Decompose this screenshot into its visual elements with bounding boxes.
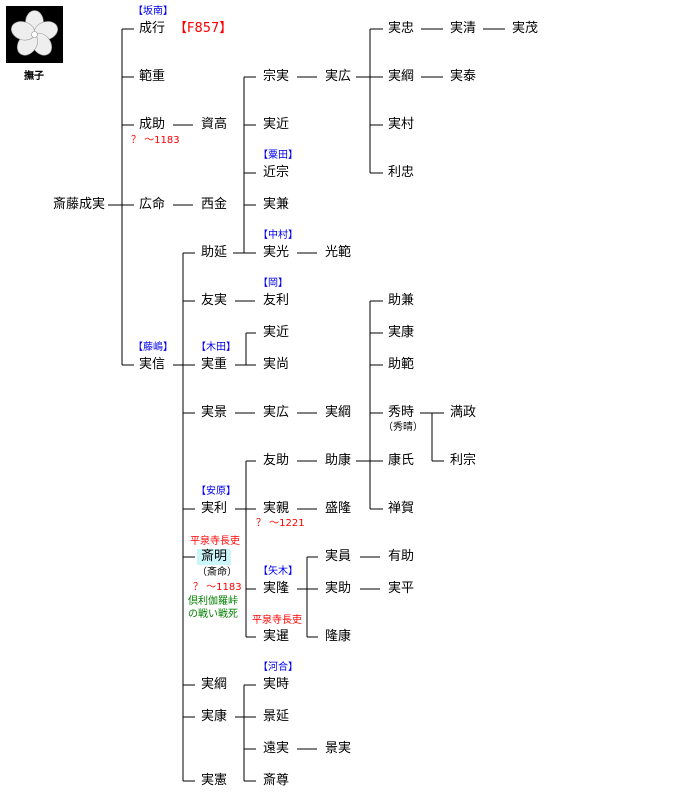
alt-name: （秀晴） xyxy=(383,422,423,433)
title-note: 平泉寺長吏 xyxy=(252,615,302,626)
person: 助延 xyxy=(201,245,228,260)
death-note: 倶利伽羅峠 xyxy=(188,596,238,607)
person: 実尚 xyxy=(263,357,290,372)
clan-label: 【矢木】 xyxy=(258,566,298,577)
person: 禅賀 xyxy=(388,501,415,516)
person: 隆康 xyxy=(325,629,352,644)
nadeshiko-crest-icon xyxy=(6,6,63,63)
crest-label: 撫子 xyxy=(24,71,44,82)
person: 実暹 xyxy=(263,629,290,644)
person: 助兼 xyxy=(388,293,415,308)
person: 有助 xyxy=(388,549,415,564)
person: 秀時 xyxy=(388,405,415,420)
clan-label: 【粟田】 xyxy=(258,150,298,161)
person: 盛隆 xyxy=(325,501,352,516)
person-highlighted: 斎明 xyxy=(197,549,232,565)
clan-label: 【木田】 xyxy=(196,342,236,353)
person: 近宗 xyxy=(263,165,290,180)
person: 友実 xyxy=(201,293,228,308)
person: 実茂 xyxy=(512,21,539,36)
person: 広命 xyxy=(139,197,166,212)
person: 友利 xyxy=(263,293,290,308)
person: 実康 xyxy=(388,325,415,340)
date-note: ？ ～1221 xyxy=(256,518,305,529)
person: 遠実 xyxy=(263,741,290,756)
person: 実近 xyxy=(263,117,290,132)
person: 実重 xyxy=(201,357,228,372)
person: 実綱 xyxy=(201,677,228,692)
person: 実光 xyxy=(263,245,290,260)
title-note: 平泉寺長吏 xyxy=(190,536,240,547)
clan-label: 【藤嶋】 xyxy=(133,342,173,353)
person: 斎尊 xyxy=(263,773,290,788)
person: 利忠 xyxy=(388,165,415,180)
person: 実清 xyxy=(450,21,477,36)
person: 資高 xyxy=(201,117,228,132)
person: 景延 xyxy=(263,709,290,724)
person: 実広 xyxy=(263,405,290,420)
person: 実隆 xyxy=(263,581,290,596)
person: 康氏 xyxy=(388,453,415,468)
person: 実利 xyxy=(201,501,228,516)
person: 利宗 xyxy=(450,453,477,468)
clan-label: 【坂南】 xyxy=(133,6,173,17)
person: 実信 xyxy=(139,357,166,372)
person: 実康 xyxy=(201,709,228,724)
person: 成行 xyxy=(139,21,166,36)
clan-label: 【安原】 xyxy=(196,486,236,497)
person: 実親 xyxy=(263,501,290,516)
person: 実平 xyxy=(388,581,415,596)
person: 実兼 xyxy=(263,197,290,212)
person: 実員 xyxy=(325,549,352,564)
person: 西金 xyxy=(201,197,228,212)
person: 実忠 xyxy=(388,21,415,36)
person-root: 斎藤成実 xyxy=(53,197,106,212)
person: 実村 xyxy=(388,117,415,132)
person: 成助 xyxy=(139,117,166,132)
person: 実景 xyxy=(201,405,228,420)
clan-label: 【中村】 xyxy=(258,230,298,241)
person: 実時 xyxy=(263,677,290,692)
clan-label: 【河合】 xyxy=(258,662,298,673)
person: 実助 xyxy=(325,581,352,596)
person: 実綱 xyxy=(325,405,352,420)
person: 実綱 xyxy=(388,69,415,84)
clan-label: 【岡】 xyxy=(258,278,288,289)
person: 景実 xyxy=(325,741,352,756)
death-note: の戦い戦死 xyxy=(188,609,238,620)
person: 実憲 xyxy=(201,773,228,788)
person: 範重 xyxy=(139,69,166,84)
reference-code: 【F857】 xyxy=(174,21,233,36)
date-note: ？ ～1183 xyxy=(131,135,180,146)
date-note: ？ ～1183 xyxy=(193,582,242,593)
alt-name: （斎命） xyxy=(197,567,237,578)
person: 光範 xyxy=(325,245,352,260)
person: 助康 xyxy=(325,453,352,468)
person: 実泰 xyxy=(450,69,477,84)
person: 満政 xyxy=(450,405,477,420)
person: 実近 xyxy=(263,325,290,340)
person: 助範 xyxy=(388,357,415,372)
person: 友助 xyxy=(263,453,290,468)
person: 実広 xyxy=(325,69,352,84)
person: 宗実 xyxy=(263,69,290,84)
